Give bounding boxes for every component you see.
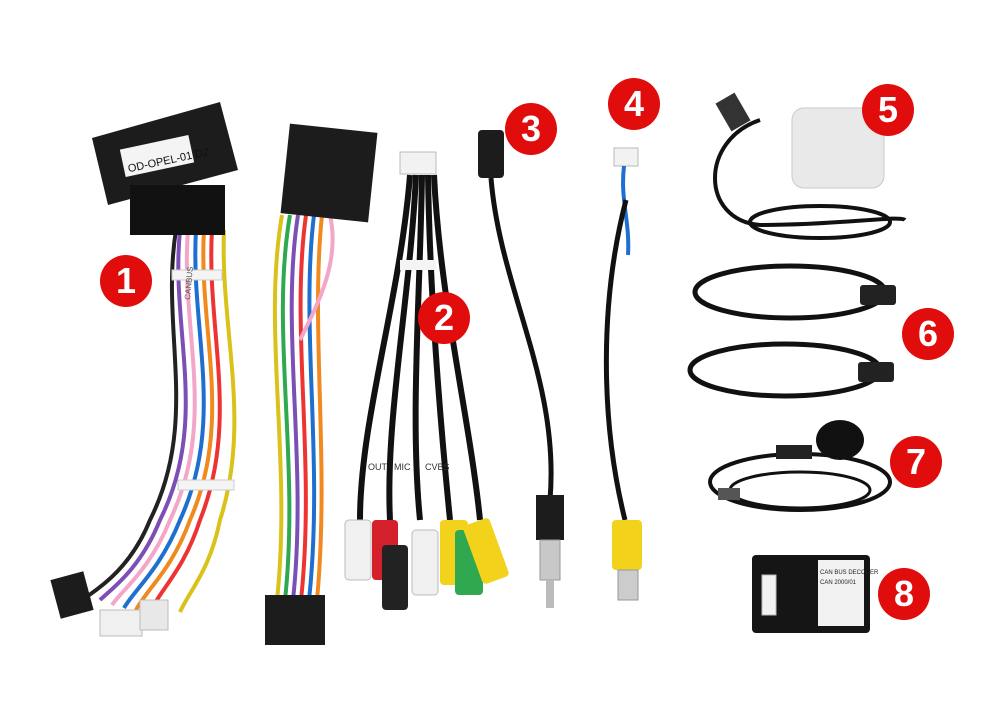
badge-4: 4 xyxy=(608,78,660,130)
external-microphone xyxy=(708,420,892,512)
gps-antenna xyxy=(713,92,907,240)
badge-7: 7 xyxy=(890,436,942,488)
rca-tag-cvbs: CVBS xyxy=(425,462,450,472)
badge-2: 2 xyxy=(418,292,470,344)
usb-extension-cables xyxy=(687,263,896,399)
camera-video-cable xyxy=(603,147,642,601)
iso-harness xyxy=(265,123,378,645)
decoder-label-line1: CAN BUS DECODER xyxy=(820,570,879,576)
canbus-decoder: CAN BUS DECODER CAN 2000/01 xyxy=(752,555,879,633)
harness-tag-label: CANBUS xyxy=(183,266,195,300)
badge-1: 1 xyxy=(100,255,152,307)
badge-5: 5 xyxy=(862,84,914,136)
rca-tag-out: OUT xyxy=(368,462,388,472)
badge-3: 3 xyxy=(505,103,557,155)
antenna-adapter-cable xyxy=(478,130,564,608)
badge-8: 8 xyxy=(878,568,930,620)
decoder-label-line2: CAN 2000/01 xyxy=(820,580,857,586)
rca-cable-bundle: OUT MIC CVBS xyxy=(344,151,509,610)
main-wiring-harness: OD-OPEL-01 DZ CANBUS xyxy=(50,102,238,637)
badge-6: 6 xyxy=(902,308,954,360)
rca-tag-mic: MIC xyxy=(394,462,411,472)
